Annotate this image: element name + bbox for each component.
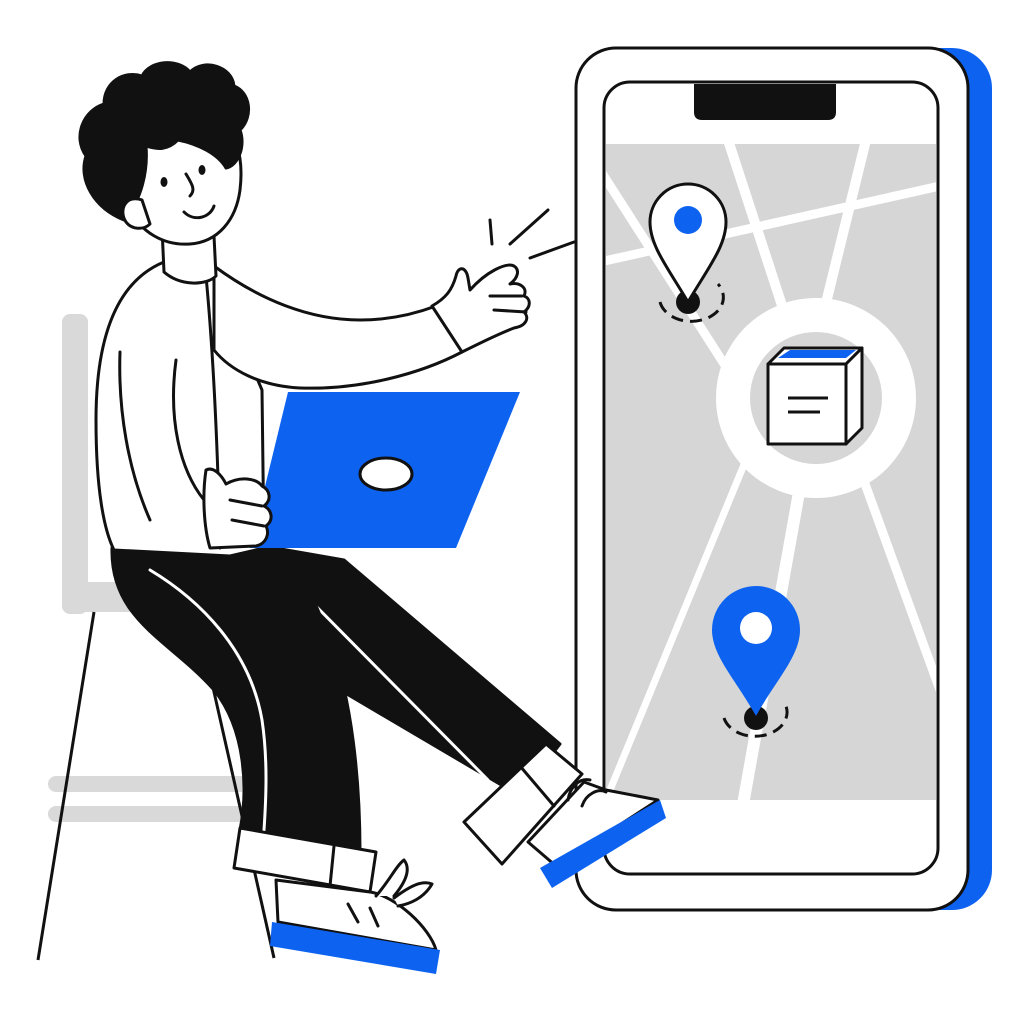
eye-left: [160, 177, 168, 187]
destination-pin-point: [744, 706, 768, 730]
phone-notch: [694, 84, 836, 120]
chair-rung-top: [48, 776, 258, 792]
chair-back: [62, 314, 88, 614]
location-pin-icon: [648, 182, 728, 305]
ear: [121, 197, 152, 230]
map-view: [606, 144, 936, 800]
motion-lines: [488, 208, 576, 260]
shoe-right: [526, 778, 666, 888]
location-pin-icon: [712, 586, 800, 716]
pant-cuff-right: [462, 742, 584, 866]
nose: [184, 172, 195, 198]
chair-leg-left: [36, 611, 96, 961]
hand-holding-laptop: [202, 467, 273, 550]
mouth: [182, 204, 216, 220]
hand-waving: [430, 263, 531, 354]
chair-rung-bottom: [48, 806, 258, 822]
person: [78, 61, 666, 974]
destination-pin-dashed-ring: [722, 701, 789, 738]
laptop: [250, 392, 520, 548]
origin-pin: [648, 182, 728, 323]
shoe-bottom: [270, 858, 440, 974]
origin-pin-dashed-ring: [658, 283, 725, 323]
arm-raised: [212, 264, 464, 390]
package-box-icon: [766, 346, 864, 446]
hair: [78, 61, 250, 222]
destination-pin: [712, 586, 800, 738]
eye-right: [198, 165, 206, 175]
laptop-logo: [358, 456, 414, 492]
